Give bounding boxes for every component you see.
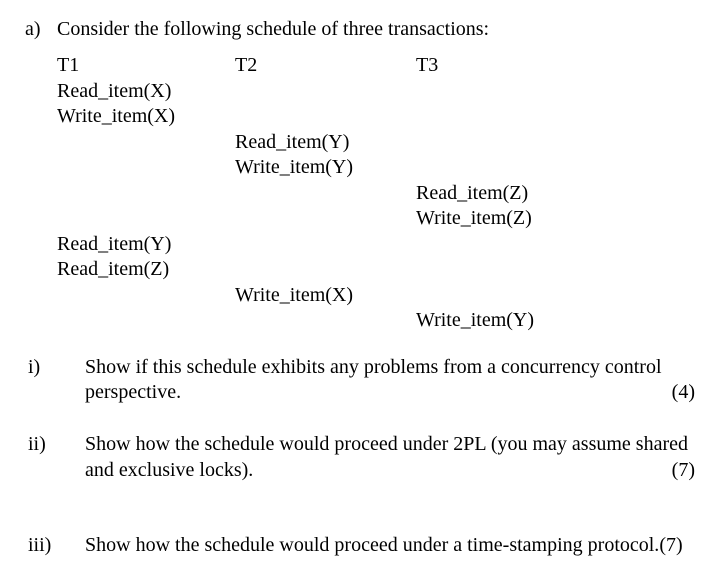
subquestion-label: ii): [28, 432, 46, 455]
schedule-row: Read_item(Y): [57, 130, 702, 156]
subquestion-line: and exclusive locks).: [85, 458, 254, 481]
schedule-row: Write_item(Z): [57, 206, 702, 232]
schedule-operations: Read_item(X) Write_item(X) Read_item(Y) …: [57, 79, 702, 334]
operation-text: Read_item(Y): [235, 130, 350, 153]
subquestion-label: i): [28, 355, 41, 378]
schedule-header-row: T1 T2 T3: [57, 53, 702, 79]
subquestion: i) Show if this schedule exhibits any pr…: [28, 355, 702, 406]
operation-text: Write_item(Z): [416, 207, 532, 229]
schedule-row: Write_item(Y): [57, 308, 702, 334]
operation-text: Read_item(Y): [57, 232, 172, 255]
schedule-row: Read_item(Z): [57, 257, 702, 283]
transaction-column-header: T2: [235, 54, 258, 76]
operation-text: Write_item(X): [57, 105, 176, 127]
operation-text: Read_item(X): [57, 79, 172, 102]
schedule-row: Read_item(X): [57, 79, 702, 105]
schedule-row: Read_item(Y): [57, 232, 702, 258]
subquestion: ii) Show how the schedule would proceed …: [28, 432, 702, 483]
subquestion-line: perspective.: [85, 381, 182, 404]
subquestion-list: i) Show if this schedule exhibits any pr…: [0, 355, 702, 560]
subquestion-body: Show how the schedule would proceed unde…: [85, 533, 695, 559]
marks-badge: (7): [671, 458, 695, 481]
subquestion-line: Show if this schedule exhibits any probl…: [85, 355, 662, 378]
subquestion-line: Show how the schedule would proceed unde…: [85, 534, 683, 557]
subquestion-label: iii): [28, 534, 52, 557]
operation-text: Read_item(Z): [57, 258, 170, 280]
schedule-row: Write_item(Y): [57, 155, 702, 181]
schedule-row: Write_item(X): [57, 283, 702, 309]
marks-badge: (4): [671, 381, 695, 404]
subquestion-body: Show how the schedule would proceed unde…: [85, 432, 695, 483]
subquestion-body: Show if this schedule exhibits any probl…: [85, 355, 695, 406]
transaction-column-header: T1: [57, 54, 80, 76]
schedule-row: Write_item(X): [57, 104, 702, 130]
marks-badge: (7): [659, 534, 683, 557]
operation-text: Write_item(Y): [416, 309, 535, 331]
schedule-row: Read_item(Z): [57, 181, 702, 207]
transaction-column-header: T3: [416, 54, 439, 76]
operation-text: Read_item(Z): [416, 181, 529, 204]
subquestion: iii) Show how the schedule would proceed…: [28, 533, 702, 559]
part-a-heading: a) Consider the following schedule of th…: [25, 16, 702, 42]
part-intro-text: Consider the following schedule of three…: [57, 18, 490, 40]
subquestion-line: Show how the schedule would proceed unde…: [85, 432, 689, 455]
operation-text: Write_item(X): [235, 283, 354, 306]
transaction-schedule: T1 T2 T3 Read_item(X) Write_item(X) Read_i…: [57, 53, 702, 334]
operation-text: Write_item(Y): [235, 156, 354, 178]
part-label: a): [25, 18, 41, 40]
